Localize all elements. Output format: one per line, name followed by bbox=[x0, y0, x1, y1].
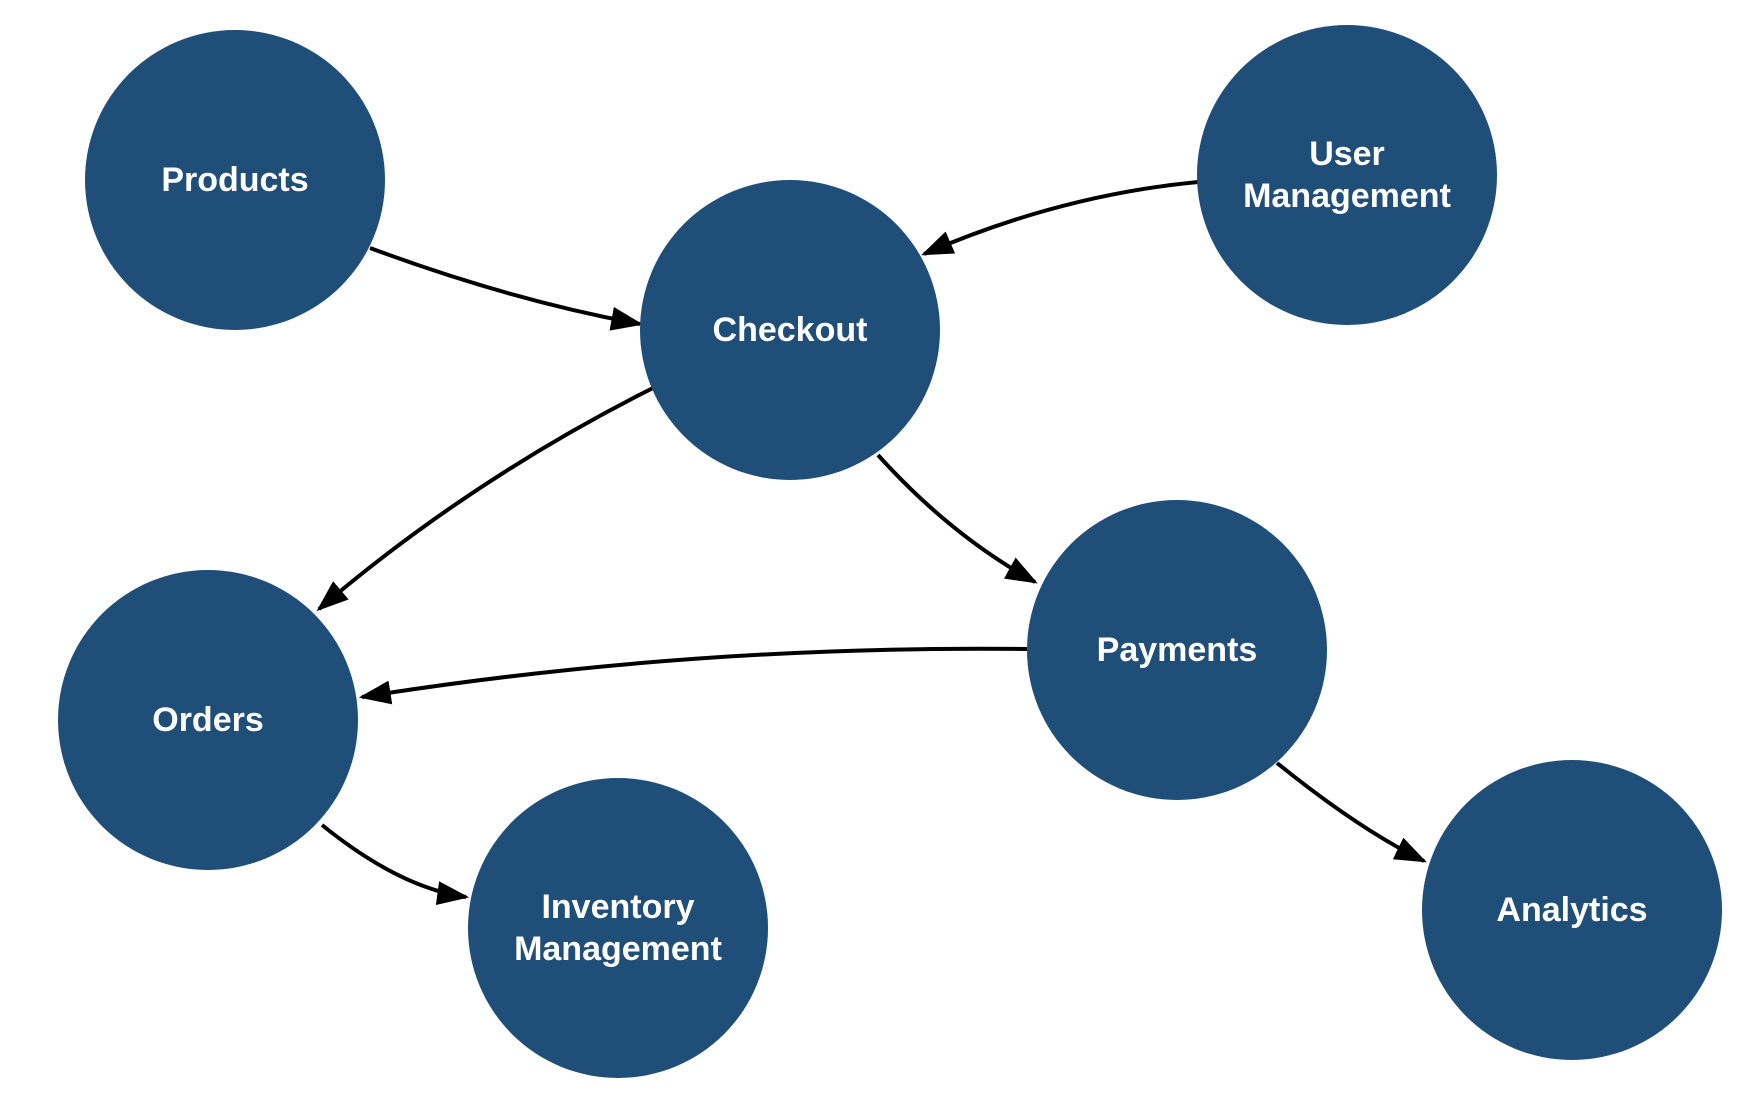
node-label-products: Products bbox=[161, 160, 309, 199]
node-user-management[interactable]: User Management bbox=[1197, 25, 1497, 325]
node-label-analytics: Analytics bbox=[1496, 890, 1648, 929]
node-label-payments: Payments bbox=[1096, 630, 1258, 669]
node-orders[interactable]: Orders bbox=[58, 570, 358, 870]
node-label-user-management: User Management bbox=[1243, 134, 1451, 216]
node-label-inventory-management: Inventory Management bbox=[514, 887, 722, 969]
node-checkout[interactable]: Checkout bbox=[640, 180, 940, 480]
node-label-checkout: Checkout bbox=[712, 310, 868, 349]
node-inventory-management[interactable]: Inventory Management bbox=[468, 778, 768, 1078]
node-label-orders: Orders bbox=[152, 700, 264, 739]
node-products[interactable]: Products bbox=[85, 30, 385, 330]
node-payments[interactable]: Payments bbox=[1027, 500, 1327, 800]
node-analytics[interactable]: Analytics bbox=[1422, 760, 1722, 1060]
